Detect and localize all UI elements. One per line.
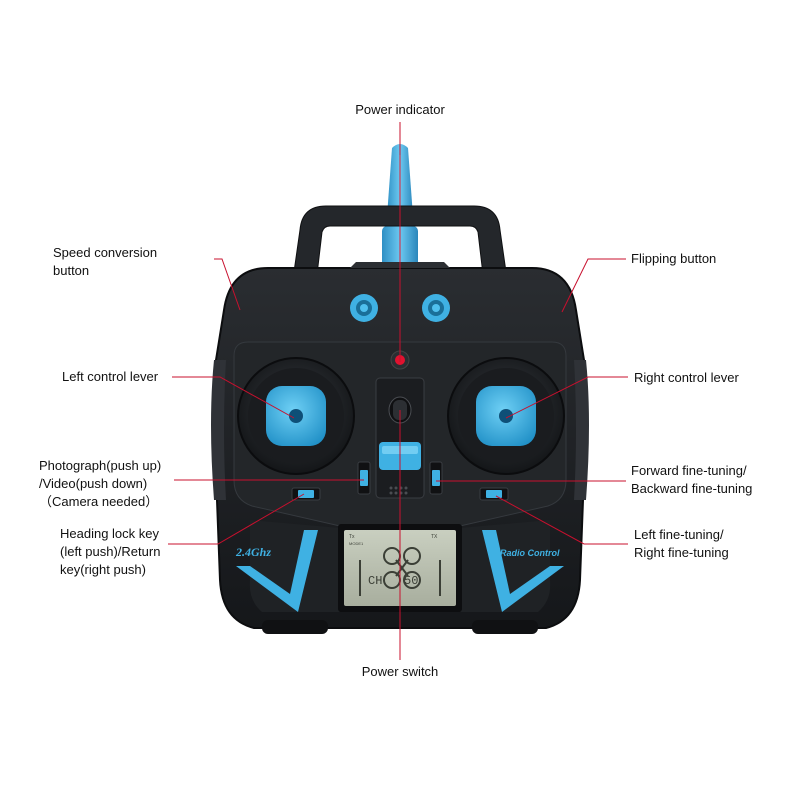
lcd-tag: TX	[431, 534, 438, 540]
callout-heading-lock: Heading lock key (left push)/Return key(…	[60, 526, 161, 577]
leader-lines	[168, 122, 628, 660]
callout-photograph-video: Photograph(push up) /Video(push down) （C…	[39, 458, 162, 509]
left-right-trim-shape	[479, 487, 509, 501]
leader-heading-lock	[168, 493, 305, 545]
brand-label: Radio Control	[500, 548, 560, 558]
leader-flipping	[561, 258, 626, 313]
top-knob-right	[422, 294, 450, 322]
callout-forward-trim: Forward fine-tuning/ Backward fine-tunin…	[631, 463, 753, 496]
band-label: 2.4Ghz	[235, 545, 271, 559]
callout-right-lever: Right control lever	[634, 370, 739, 385]
lcd-value: 50	[404, 574, 418, 588]
callout-left-right-trim: Left fine-tuning/ Right fine-tuning	[634, 527, 729, 560]
photo-video-switch-shape	[357, 461, 371, 495]
leader-right-lever	[505, 376, 628, 419]
lcd-mode: MODE1	[349, 541, 364, 546]
left-control-lever-shape	[237, 357, 355, 475]
leader-left-right-trim	[495, 495, 628, 545]
callout-speed-conversion: Speed conversion button	[53, 245, 158, 278]
top-knob-left	[350, 294, 378, 322]
forward-trim-shape	[429, 461, 443, 495]
lcd-signal: Tx	[349, 534, 355, 540]
callout-left-lever: Left control lever	[62, 369, 159, 384]
callout-flipping-button: Flipping button	[631, 251, 717, 266]
right-control-lever-shape	[447, 357, 565, 475]
leader-speed-conversion	[214, 258, 241, 311]
lower-panel	[236, 520, 564, 612]
leader-left-lever	[172, 376, 295, 419]
callout-power-switch: Power switch	[361, 664, 439, 679]
callout-power-indicator: Power indicator	[355, 102, 445, 117]
lcd-channel: CH	[368, 574, 382, 588]
